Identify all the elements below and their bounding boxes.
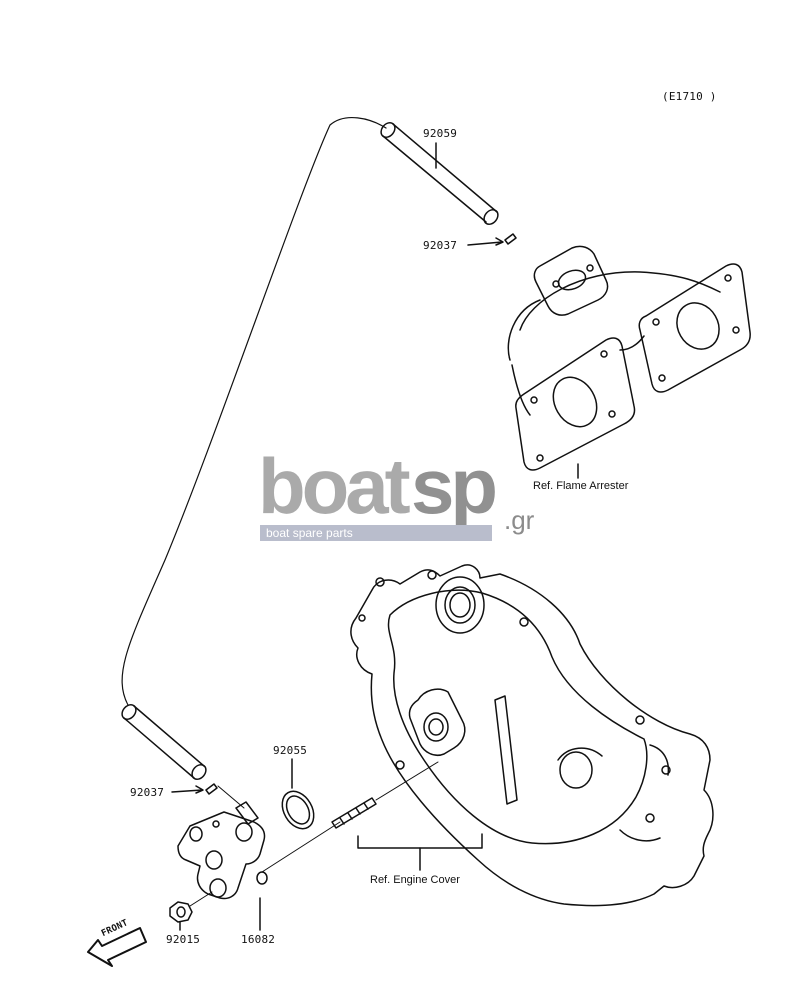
part-label-92059: 92059	[423, 127, 458, 140]
watermark: boat sp .gr boat spare parts	[258, 447, 548, 545]
tube-lower	[121, 704, 207, 780]
part-label-92055: 92055	[273, 744, 308, 757]
engine-cover	[350, 564, 714, 907]
ref-engine-cover: Ref. Engine Cover	[370, 874, 460, 886]
front-arrow-shape	[87, 927, 147, 967]
nut-92015	[169, 901, 193, 923]
valve-16082	[177, 801, 268, 900]
ref-flame-arrester: Ref. Flame Arrester	[533, 480, 629, 492]
stud-engine-cover	[331, 797, 377, 829]
leader-92037-top	[467, 241, 503, 246]
engine-cover-leader-line	[375, 761, 439, 801]
part-label-16082: 16082	[241, 933, 276, 946]
part-label-92037-top: 92037	[423, 239, 458, 252]
diagram-code: (E1710 )	[662, 90, 717, 103]
o-ring-92055	[281, 790, 315, 830]
clamp-92037-bottom	[205, 783, 218, 795]
part-label-92037-bottom: 92037	[130, 786, 165, 799]
watermark-brand-right: sp	[411, 442, 498, 530]
watermark-tagline: boat spare parts	[260, 525, 492, 541]
leader-92037-bottom	[171, 789, 203, 793]
valve-leader-line	[261, 821, 341, 873]
hose-line	[121, 117, 387, 706]
watermark-domain: .gr	[504, 505, 535, 535]
tube-92059	[380, 122, 499, 225]
flame-arrester	[507, 245, 751, 471]
clamp-92037-top	[504, 233, 517, 245]
part-label-92015: 92015	[166, 933, 201, 946]
watermark-brand-left: boat	[258, 442, 411, 530]
